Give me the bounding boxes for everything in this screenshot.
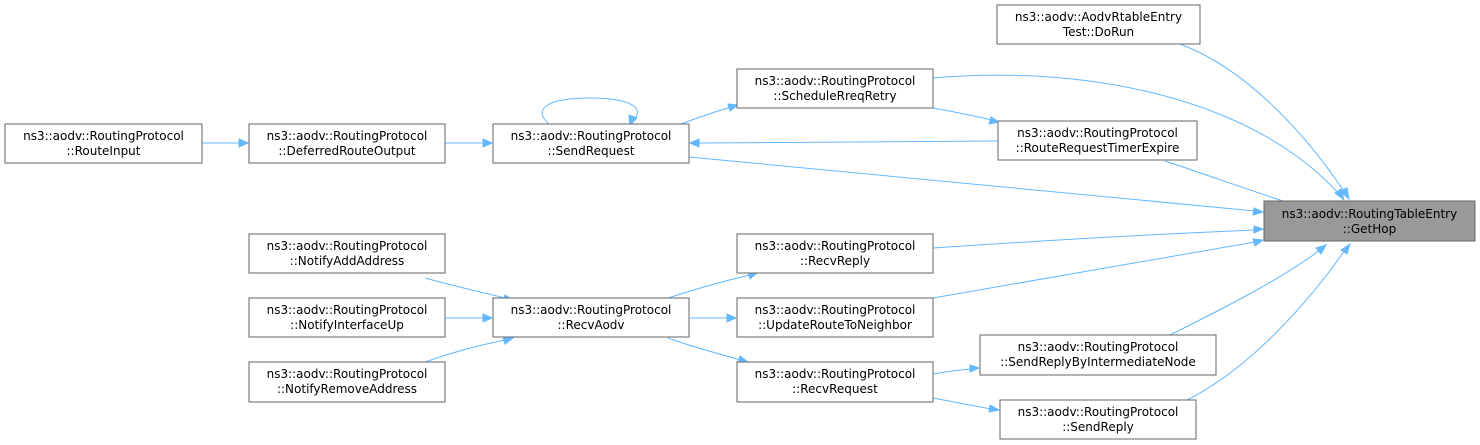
arrow-sendreply-to-gethop: [1340, 242, 1351, 255]
node-routeinput-line1: ns3::aodv::RoutingProtocol: [23, 129, 184, 143]
node-recvrequest-line2: ::RecvRequest: [792, 382, 878, 396]
arrow-sendrequest-to-schedule: [727, 103, 740, 112]
node-recvaodv-line1: ns3::aodv::RoutingProtocol: [511, 303, 672, 317]
node-recvreply[interactable]: ns3::aodv::RoutingProtocol ::RecvReply: [736, 233, 934, 274]
node-notifyup-line1: ns3::aodv::RoutingProtocol: [267, 303, 428, 317]
edge-dorun-to-gethop: [1179, 43, 1346, 194]
edge-sendrequest-to-gethop: [688, 156, 1256, 212]
node-sendrequest-line1: ns3::aodv::RoutingProtocol: [511, 129, 672, 143]
node-notifyremove-line1: ns3::aodv::RoutingProtocol: [267, 367, 428, 381]
edge-sendreplyinter-to-gethop: [1169, 249, 1321, 336]
node-sendreplyinter-line2: ::SendReplyByIntermediateNode: [1000, 355, 1196, 369]
node-schedule-line2: ::ScheduleRreqRetry: [773, 89, 896, 103]
node-notifyinterfaceup[interactable]: ns3::aodv::RoutingProtocol ::NotifyInter…: [248, 297, 446, 338]
node-notifyremove-line2: ::NotifyRemoveAddress: [277, 382, 417, 396]
node-gethop-line1: ns3::aodv::RoutingTableEntry: [1282, 207, 1457, 221]
node-recvaodv[interactable]: ns3::aodv::RoutingProtocol ::RecvAodv: [492, 297, 690, 338]
node-dorun-line2: Test::DoRun: [1062, 25, 1134, 39]
node-timer-line1: ns3::aodv::RoutingProtocol: [1017, 126, 1178, 140]
node-update-line2: ::UpdateRouteToNeighbor: [758, 318, 912, 332]
arrow-sendreplyinter-to-gethop: [1315, 244, 1328, 255]
arrow-timer-to-sendrequest: [688, 138, 700, 148]
edge-schedule-to-timer: [932, 107, 993, 121]
edge-timer-to-gethop: [1164, 160, 1296, 206]
edge-recvrequest-to-sendreplyinter: [932, 368, 972, 375]
node-schedulerreqretry[interactable]: ns3::aodv::RoutingProtocol ::ScheduleRre…: [736, 68, 934, 109]
node-sendreply-line1: ns3::aodv::RoutingProtocol: [1018, 405, 1179, 419]
edge-sendrequest-self: [541, 97, 638, 126]
edges: [202, 43, 1351, 413]
arrow-recvaodv-to-update: [726, 313, 738, 323]
node-notifyaddaddress[interactable]: ns3::aodv::RoutingProtocol ::NotifyAddAd…: [248, 233, 446, 274]
edge-recvrequest-to-sendreply: [932, 397, 992, 410]
node-sendreply-line2: ::SendReply: [1062, 420, 1134, 434]
node-sendreply[interactable]: ns3::aodv::RoutingProtocol ::SendReply: [999, 399, 1197, 440]
node-updateroutetoneighbor[interactable]: ns3::aodv::RoutingProtocol ::UpdateRoute…: [736, 297, 934, 338]
arrow-recvrequest-to-sendreplyinter: [969, 364, 981, 373]
arrow-update-to-gethop: [1252, 238, 1265, 247]
node-sendreplyinter-line1: ns3::aodv::RoutingProtocol: [1018, 340, 1179, 354]
edge-schedule-to-gethop: [932, 74, 1341, 196]
node-notifyup-line2: ::NotifyInterfaceUp: [290, 318, 404, 332]
node-recvreply-line1: ns3::aodv::RoutingProtocol: [755, 239, 916, 253]
node-dorun-line1: ns3::aodv::AodvRtableEntry: [1015, 10, 1182, 24]
node-deferred-line2: ::DeferredRouteOutput: [278, 144, 416, 158]
arrow-notifyup-to-recvaodv: [482, 313, 494, 323]
arrow-dorun-to-gethop: [1339, 187, 1350, 201]
node-schedule-line1: ns3::aodv::RoutingProtocol: [755, 74, 916, 88]
node-gethop-line2: ::GetHop: [1343, 222, 1396, 236]
arrow-recvrequest-to-sendreply: [988, 404, 1001, 413]
node-sendrequest[interactable]: ns3::aodv::RoutingProtocol ::SendRequest: [492, 123, 690, 164]
arrow-notifyremove-to-recvaodv: [502, 336, 515, 345]
node-notifyadd-line1: ns3::aodv::RoutingProtocol: [267, 239, 428, 253]
arrow-recvreply-to-gethop: [1253, 225, 1265, 234]
node-update-line1: ns3::aodv::RoutingProtocol: [755, 303, 916, 317]
edge-recvreply-to-gethop: [932, 229, 1256, 249]
arrow-schedule-to-timer: [988, 116, 1001, 125]
node-sendreplybyintermediatenode[interactable]: ns3::aodv::RoutingProtocol ::SendReplyBy…: [979, 334, 1217, 376]
edge-recvaodv-to-recvrequest: [667, 337, 742, 361]
arrow-schedule-to-gethop: [1334, 188, 1345, 202]
edge-sendrequest-to-schedule: [678, 106, 732, 126]
arrow-sendrequest-self: [628, 114, 638, 127]
node-recvaodv-line2: ::RecvAodv: [557, 318, 624, 332]
node-recvrequest-line1: ns3::aodv::RoutingProtocol: [755, 367, 916, 381]
edge-timer-to-sendrequest: [697, 140, 999, 144]
node-aodvrtableentrytest-dorun[interactable]: ns3::aodv::AodvRtableEntry Test::DoRun: [996, 4, 1201, 45]
node-routerequesttimerexpire[interactable]: ns3::aodv::RoutingProtocol ::RouteReques…: [997, 120, 1198, 161]
edge-sendreply-to-gethop: [1182, 249, 1346, 403]
node-routeinput[interactable]: ns3::aodv::RoutingProtocol ::RouteInput: [4, 123, 203, 164]
node-notifyremoveaddress[interactable]: ns3::aodv::RoutingProtocol ::NotifyRemov…: [248, 361, 446, 403]
edge-notifyremove-to-recvaodv: [424, 339, 506, 363]
node-deferredrouteoutput[interactable]: ns3::aodv::RoutingProtocol ::DeferredRou…: [248, 123, 446, 164]
node-gethop[interactable]: ns3::aodv::RoutingTableEntry ::GetHop: [1263, 200, 1476, 242]
arrow-deferred-to-sendrequest: [482, 138, 494, 148]
node-recvrequest[interactable]: ns3::aodv::RoutingProtocol ::RecvRequest: [736, 361, 934, 403]
arrow-sendrequest-to-gethop: [1252, 207, 1265, 216]
node-sendrequest-line2: ::SendRequest: [547, 144, 634, 158]
arrow-routeinput-to-deferred: [238, 138, 250, 148]
node-routeinput-line2: ::RouteInput: [67, 144, 141, 158]
edge-update-to-gethop: [932, 241, 1256, 299]
node-recvreply-line2: ::RecvReply: [800, 254, 870, 268]
node-notifyadd-line2: ::NotifyAddAddress: [290, 254, 405, 268]
edge-notifyadd-to-recvaodv: [424, 277, 506, 299]
node-timer-line2: ::RouteRequestTimerExpire: [1016, 141, 1180, 155]
edge-recvaodv-to-recvreply: [667, 274, 751, 299]
node-deferred-line1: ns3::aodv::RoutingProtocol: [267, 129, 428, 143]
